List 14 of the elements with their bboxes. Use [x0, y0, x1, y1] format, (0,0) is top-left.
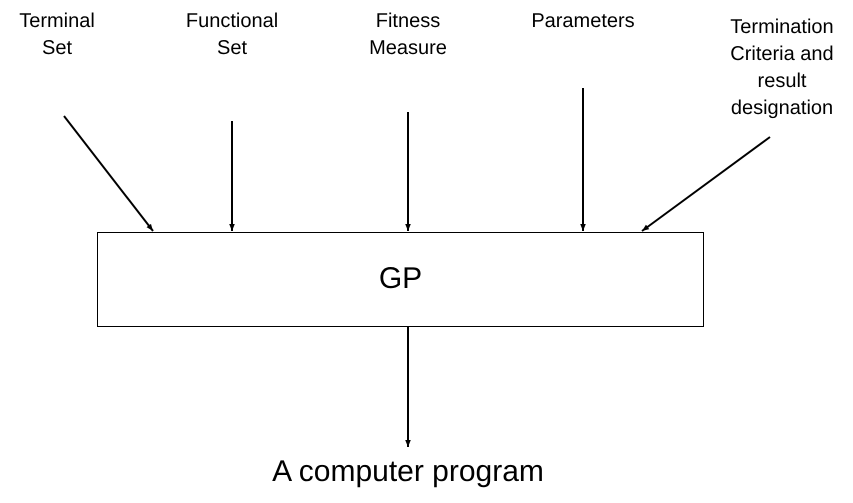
input-label: Terminal Set	[18, 9, 96, 61]
arrow	[580, 88, 586, 231]
box-label: GP	[378, 261, 422, 298]
input-label: Fitness Measure	[368, 9, 448, 61]
process-box	[97, 232, 704, 327]
input-label: Functional Set	[184, 9, 280, 61]
input-label: Parameters	[531, 9, 635, 34]
input-label: A computer program	[272, 454, 544, 490]
arrow	[405, 327, 411, 447]
arrow	[63, 115, 154, 232]
input-label: Termination Criteria and result designation	[729, 15, 835, 121]
arrow	[229, 121, 235, 231]
arrow	[405, 112, 411, 231]
arrow	[641, 136, 771, 232]
